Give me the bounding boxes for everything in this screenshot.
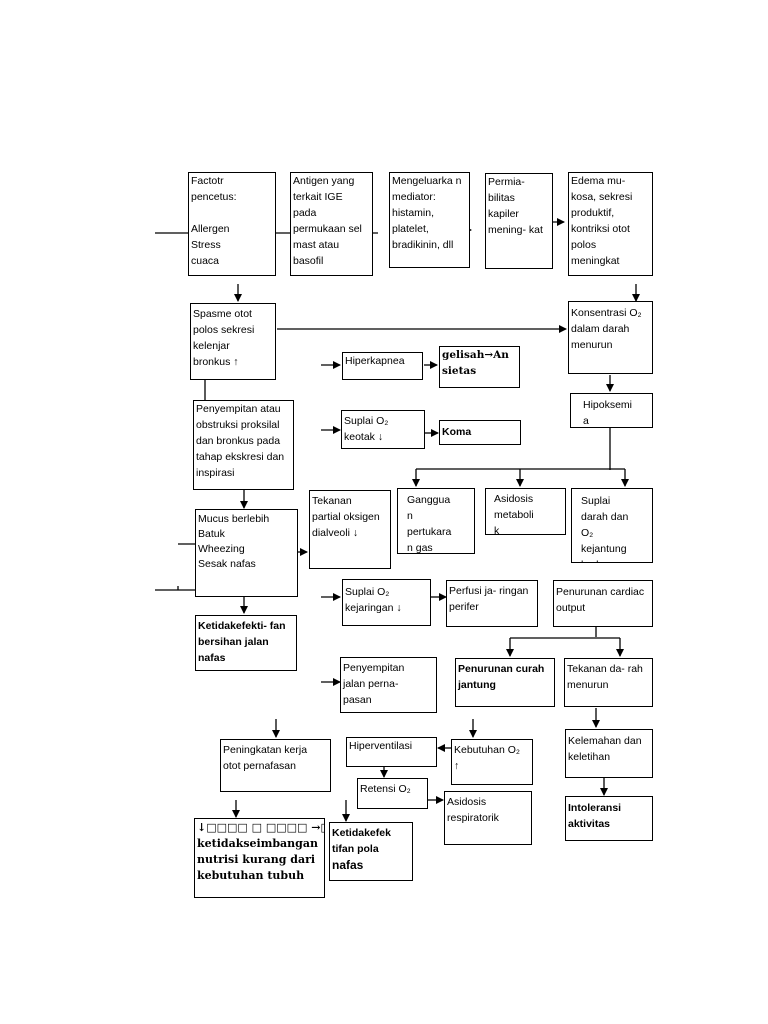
node-hiperventilasi: Hiperventilasi	[346, 737, 437, 767]
node-retensi-o2: Retensi O₂	[357, 778, 428, 809]
node-kebutuhan-o2: Kebutuhan O₂↑	[451, 739, 533, 785]
node-koma: Koma	[439, 420, 521, 445]
node-hiperkapnea: Hiperkapnea	[342, 352, 423, 380]
